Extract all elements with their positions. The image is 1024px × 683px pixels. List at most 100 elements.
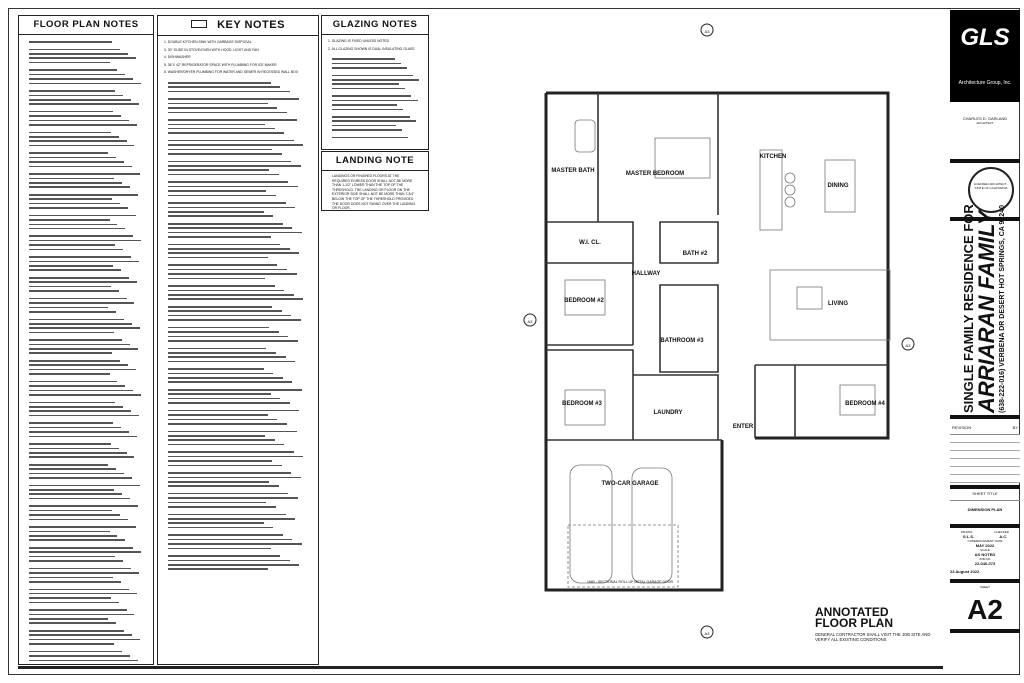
note-text-line (168, 90, 290, 93)
note-text-line (332, 99, 418, 102)
key-notes-more (158, 81, 318, 570)
note-text-line (168, 210, 264, 213)
garage-door-label: 1680 - SECTIONAL ROLL UP METAL GARAGE DO… (587, 580, 674, 584)
note-text-line (168, 160, 292, 163)
note-text-line (29, 613, 135, 616)
note-text-line (29, 588, 129, 591)
note-text-line (168, 351, 277, 354)
note-text-line (332, 78, 420, 81)
logo: GLS Architecture Group, Inc. (950, 10, 1020, 102)
note-text-line (168, 339, 298, 342)
note-text-line (29, 618, 109, 620)
note-text-line (332, 95, 412, 97)
note-text-line (29, 352, 112, 355)
note-text-line (168, 206, 296, 209)
key-note: 6. WASHER/DRYER PLUMBING FOR WATER AND S… (164, 70, 299, 75)
note-text-line (29, 443, 111, 445)
note-text-line (29, 348, 138, 350)
room-label-dining: DINING (828, 183, 849, 189)
car-2 (631, 467, 673, 584)
note-text-line (168, 215, 274, 217)
room-label-laundry: LAUNDRY (653, 410, 682, 416)
note-text-line (168, 81, 271, 84)
note-text-line (168, 439, 275, 441)
note-text-line (168, 397, 281, 400)
note-text-line (29, 73, 126, 76)
note-text-line (29, 173, 141, 175)
note-text-line (168, 464, 282, 467)
note-text-line (168, 372, 274, 375)
glazing-notes-list: 1. GLAZING IS FIXED UNLESS NOTED 2. ALL … (322, 35, 428, 58)
note-text-line (332, 108, 404, 111)
room-label-hallway: HALLWAY (632, 271, 661, 277)
job-number: 22-046-073 (974, 561, 996, 566)
note-text-line (29, 530, 110, 533)
note-text-line (29, 41, 112, 43)
note-text-line (29, 327, 141, 329)
note-text-line (168, 381, 293, 384)
note-text-line (29, 555, 116, 558)
note-text-line (29, 364, 128, 367)
car-1 (569, 464, 613, 584)
note-text-line (168, 298, 304, 300)
svg-text:A3: A3 (705, 29, 711, 34)
note-text-line (29, 410, 132, 412)
note-text-line (168, 185, 298, 188)
note-text-line (29, 256, 132, 258)
note-text-line (29, 601, 119, 604)
note-text-line (29, 426, 121, 429)
note-text-line (168, 430, 297, 433)
note-text-line (29, 235, 134, 238)
note-text-line (29, 306, 109, 309)
note-text-line (168, 231, 303, 234)
sheet-title-label: SHEET TITLE (972, 491, 998, 496)
note-text-line (29, 156, 117, 159)
note-text-line (168, 148, 272, 151)
note-text-line (29, 655, 130, 657)
note-text-line (29, 493, 122, 496)
note-text-line (29, 269, 121, 272)
note-text-line (29, 227, 126, 230)
note-text-line (168, 173, 279, 176)
note-text-line (29, 597, 111, 599)
key-note: 5. 36"x 42" REFRIGERATOR SPACE WITH PLUM… (164, 62, 277, 67)
note-text-line (29, 69, 118, 71)
note-text-line (168, 518, 296, 520)
note-text-line (168, 526, 274, 529)
note-text-line (332, 104, 398, 106)
note-text-line (29, 214, 136, 217)
note-text-line (29, 451, 127, 454)
note-text-line (168, 144, 304, 146)
note-text-line (332, 116, 410, 118)
note-text-line (29, 244, 116, 246)
note-text-line (168, 389, 303, 391)
note-text-line (29, 124, 137, 126)
note-text-line (168, 285, 275, 287)
commencement-date: MAY 2022 (975, 543, 995, 548)
note-text-line (29, 136, 119, 138)
project-title: SINGLE FAMILY RESIDENCE FOR ARRIARAN FAM… (961, 204, 1006, 413)
note-text-line (168, 492, 289, 495)
note-text-line (168, 377, 283, 379)
note-text-line (29, 489, 115, 491)
note-text-line (29, 643, 115, 645)
exterior-walls (544, 91, 890, 592)
note-text-line (168, 111, 288, 114)
note-text-line (29, 414, 139, 417)
note-text-line (168, 132, 285, 134)
note-text-line (332, 120, 416, 123)
room-label-bedroom3: BEDROOM #3 (562, 401, 602, 407)
note-text-line (29, 277, 129, 279)
room-label-bath2: BATH #2 (683, 251, 708, 257)
note-text-line (29, 509, 112, 512)
note-text-line (29, 339, 122, 341)
room-label-master-bath: MASTER BATH (551, 168, 594, 174)
note-text-line (29, 322, 133, 325)
room-label-bedroom2: BEDROOM #2 (564, 298, 604, 304)
note-text-line (29, 198, 112, 200)
note-text-line (29, 622, 117, 625)
note-text-line (168, 472, 292, 474)
room-label-enter: ENTER (733, 424, 754, 430)
note-text-line (332, 87, 406, 90)
